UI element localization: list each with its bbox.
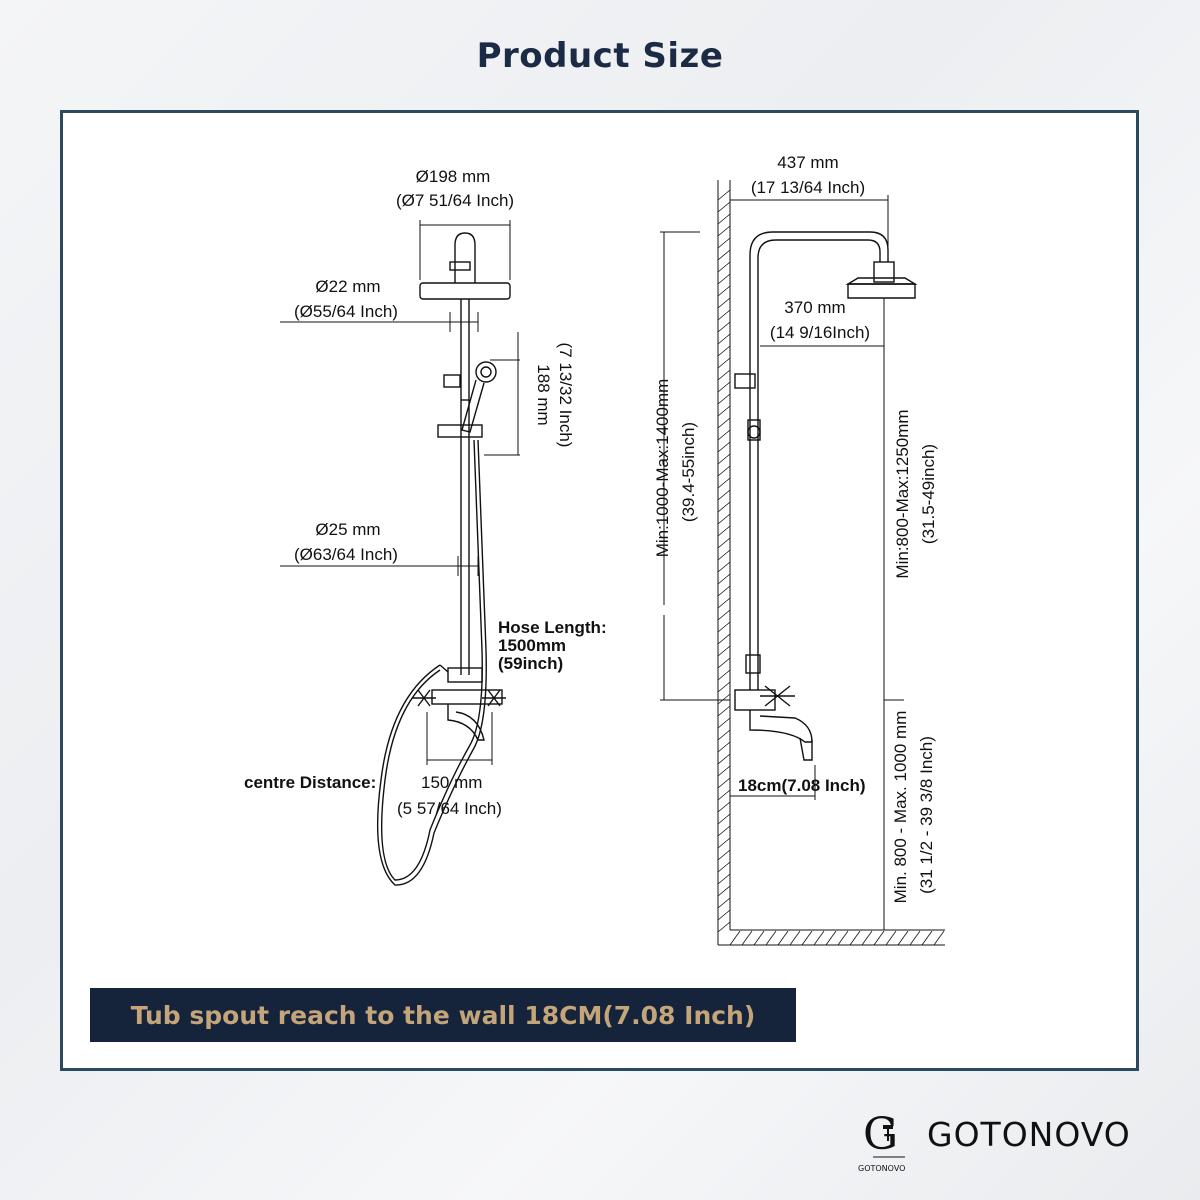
side-mixer	[734, 689, 776, 711]
tub-spout	[447, 704, 485, 741]
centre-distance-inch: (5 57/64 Inch)	[397, 799, 502, 818]
left-dimension-lines	[280, 220, 520, 765]
head-diameter-label: Ø198 mm	[416, 167, 491, 186]
right-side-view	[660, 180, 945, 946]
page-title: Product Size	[476, 36, 724, 76]
brand-logo-icon: G GOTONOVO	[858, 1109, 905, 1173]
mixer-body	[431, 689, 503, 705]
hose-length-mm: 1500mm	[498, 636, 566, 655]
head-joint	[873, 261, 895, 283]
pipe-diameter-inch-label: (Ø63/64 Inch)	[294, 545, 398, 564]
arm-reach-label: 370 mm	[784, 298, 845, 317]
pipe-diameter-label: Ø25 mm	[315, 520, 380, 539]
wall-bracket	[734, 373, 756, 389]
side-spout	[749, 710, 813, 743]
arm-reach-inch-label: (14 9/16Inch)	[770, 323, 870, 342]
logo-subtext: GOTONOVO	[858, 1164, 905, 1173]
slide-bar-holder	[437, 424, 483, 438]
right-cross-handle	[482, 689, 506, 707]
left-cross-handle	[412, 689, 436, 707]
handshower-length-label: 188 mm	[534, 364, 553, 425]
banner-text: Tub spout reach to the wall 18CM(7.08 In…	[130, 1000, 756, 1030]
diagram-frame	[60, 110, 1139, 1071]
arm-diameter-label: Ø22 mm	[315, 277, 380, 296]
head-height-label: Min:800-Max:1250mm	[893, 409, 912, 578]
diverter	[447, 667, 483, 683]
arm-width-label: 437 mm	[777, 153, 838, 172]
left-labels: Ø198 mm (Ø7 51/64 Inch) Ø22 mm (Ø55/64 I…	[244, 167, 607, 818]
rain-shower-head	[419, 282, 511, 300]
right-labels: 437 mm (17 13/64 Inch) 370 mm (14 9/16In…	[653, 153, 938, 903]
total-height-inch-label: (39.4-55inch)	[679, 422, 698, 522]
logo-letter: G	[863, 1109, 898, 1160]
hand-shower-head	[475, 361, 497, 383]
spout-reach-label: 18cm(7.08 Inch)	[738, 776, 866, 795]
head-diameter-inch-label: (Ø7 51/64 Inch)	[396, 191, 514, 210]
centre-distance-label: centre Distance:	[244, 773, 376, 792]
shower-hose	[380, 439, 483, 881]
head-height-inch-label: (31.5-49inch)	[919, 444, 938, 544]
hose-length-inch: (59inch)	[498, 654, 563, 673]
valve-height-inch-label: (31 1/2 - 39 3/8 Inch)	[917, 736, 936, 894]
left-front-view	[376, 232, 511, 886]
shower-arm	[749, 231, 889, 690]
arm-diameter-inch-label: (Ø55/64 Inch)	[294, 302, 398, 321]
right-dimension-lines	[660, 195, 904, 930]
arm-width-inch-label: (17 13/64 Inch)	[751, 178, 865, 197]
side-handle	[760, 685, 795, 707]
wall-hatching	[717, 189, 945, 946]
brand-name: GOTONOVO	[927, 1115, 1131, 1154]
handshower-length-inch-label: (7 13/32 Inch)	[556, 343, 575, 448]
valve-height-label: Min. 800 - Max. 1000 mm	[891, 711, 910, 904]
centre-distance-mm: 150 mm	[421, 773, 482, 792]
info-banner: Tub spout reach to the wall 18CM(7.08 In…	[90, 988, 796, 1042]
total-height-label: Min:1000-Max:1400mm	[653, 379, 672, 558]
brand-block: G GOTONOVO GOTONOVO	[855, 1105, 1155, 1185]
hose-length-label: Hose Length:	[498, 618, 607, 637]
